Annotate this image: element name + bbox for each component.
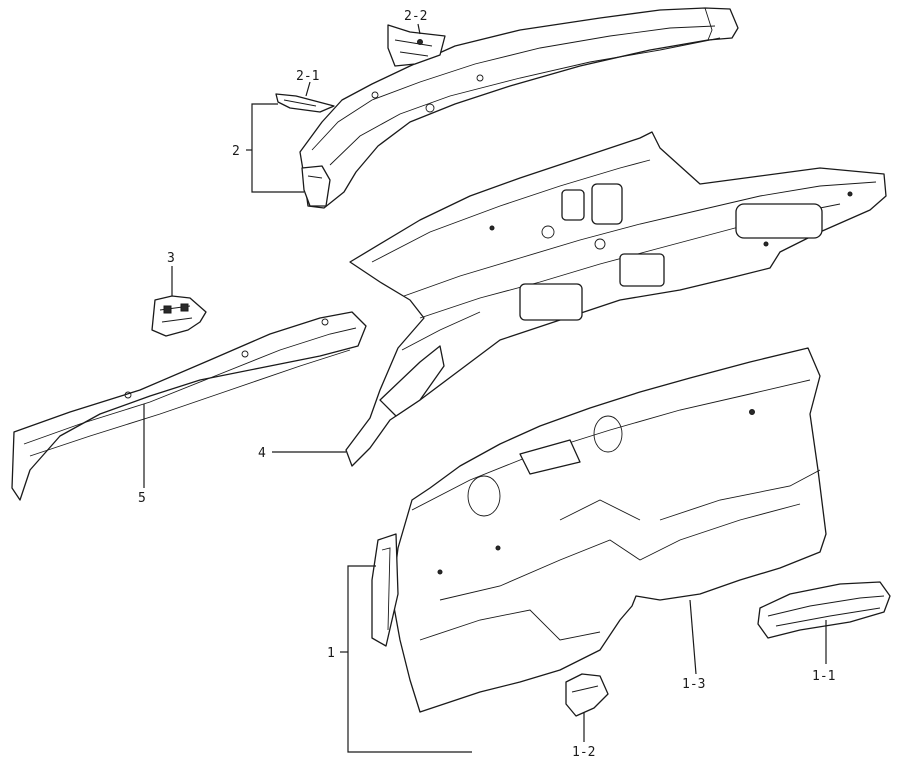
- label-1-2: 1-2: [572, 745, 595, 760]
- lower-cowl-panel-5: [11, 311, 367, 501]
- side-bracket-2: [301, 165, 331, 207]
- label-1: 1: [327, 646, 335, 661]
- label-3: 3: [167, 251, 175, 266]
- pad-1-1: [757, 581, 891, 639]
- label-1-1: 1-1: [812, 669, 835, 684]
- pad-1-2: [565, 673, 609, 717]
- side-strip-1: [371, 533, 399, 647]
- label-1-3: 1-3: [682, 677, 705, 692]
- dash-panel-4: [345, 131, 887, 467]
- bracket-3: [151, 295, 207, 337]
- upper-cowl-beam: [299, 7, 739, 209]
- label-2: 2: [232, 144, 240, 159]
- label-4: 4: [258, 446, 266, 461]
- bracket-2-1: [275, 93, 335, 113]
- callout-labels: 2-2 2-1 2 3 4 5 1 1-1 1-2 1-3: [138, 9, 835, 760]
- label-5: 5: [138, 491, 146, 506]
- dash-insulator-1: [391, 347, 827, 713]
- leader-lines: [143, 23, 827, 753]
- label-2-1: 2-1: [296, 69, 319, 84]
- label-2-2: 2-2: [404, 9, 427, 24]
- bracket-2-2: [387, 24, 446, 67]
